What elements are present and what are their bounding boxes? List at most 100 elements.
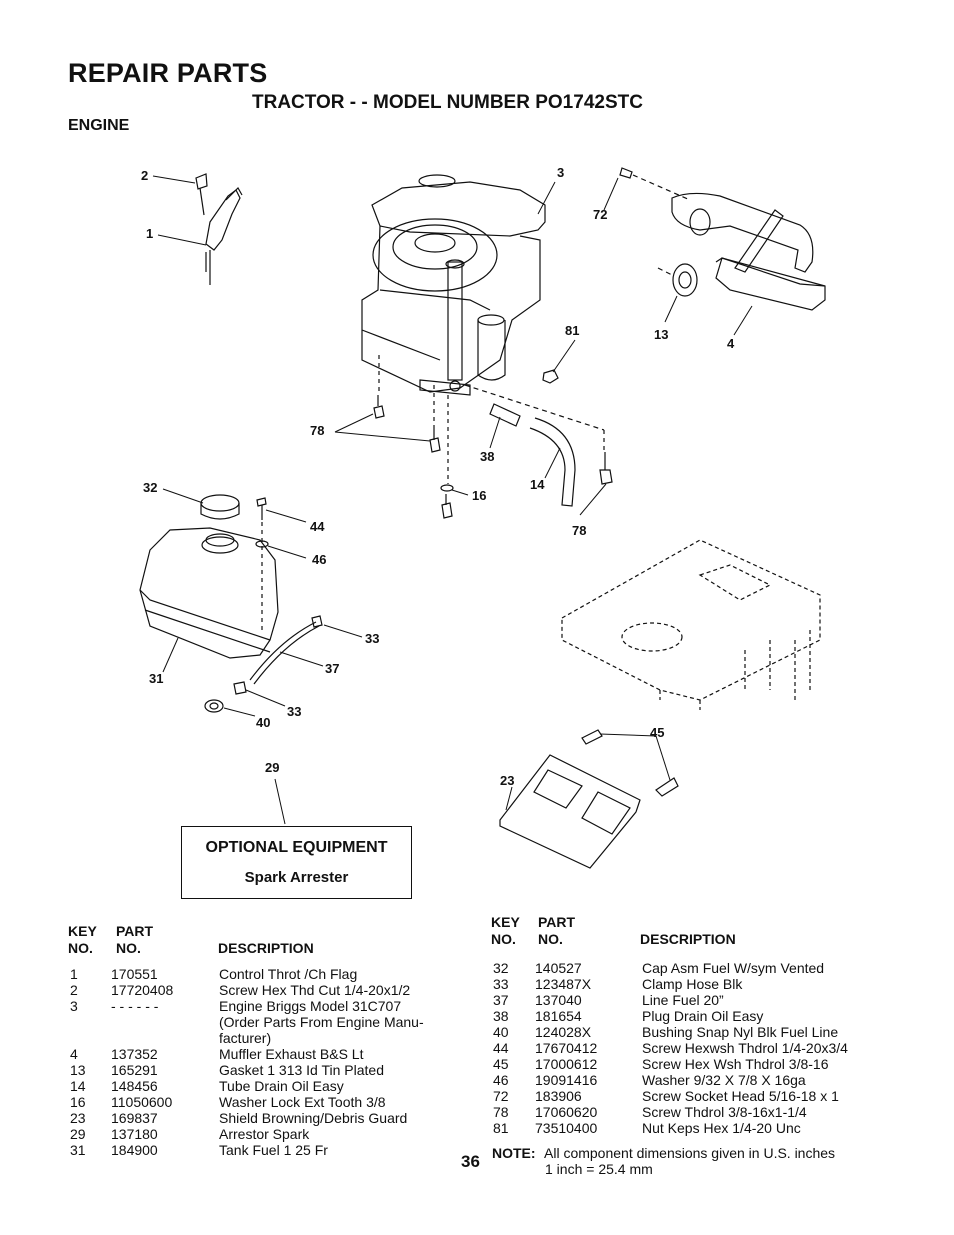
part-key: 29 [70, 1126, 86, 1142]
part-header-line2: NO. [116, 940, 141, 956]
part-key: 72 [493, 1088, 509, 1104]
optional-equipment-item: Spark Arrester [244, 869, 349, 886]
part-key: 1 [70, 966, 78, 982]
callout-13: 13 [654, 327, 668, 342]
part-key: 78 [493, 1104, 509, 1120]
left-key-header: KEY NO. [68, 923, 97, 957]
left-description-header: DESCRIPTION [218, 940, 314, 956]
part-number: 169837 [111, 1110, 158, 1126]
part-description: (Order Parts From Engine Manu- [219, 1014, 424, 1030]
part-key: 31 [70, 1142, 86, 1158]
leader-lines [152, 175, 753, 825]
part-description: Tube Drain Oil Easy [219, 1078, 344, 1094]
screw-44-washer-46-drawing [255, 497, 269, 630]
part-number: 123487X [535, 976, 592, 992]
callout-33-b: 33 [287, 704, 301, 719]
table-row: 3- - - - - -Engine Briggs Model 31C707 [0, 998, 460, 1014]
part-key: 3 [70, 998, 78, 1014]
key-header-line2: NO. [68, 940, 93, 956]
callout-81: 81 [565, 323, 579, 338]
callout-2: 2 [141, 168, 148, 183]
nut-81-drawing [542, 369, 559, 384]
page-title: REPAIR PARTS [68, 58, 268, 88]
part-description: Tank Fuel 1 25 Fr [219, 1142, 328, 1158]
engine-drawing [361, 174, 546, 396]
part-number: 170551 [111, 966, 158, 982]
left-part-header: PART NO. [116, 923, 153, 957]
part-key: 13 [70, 1062, 86, 1078]
note-line2: 1 inch = 25.4 mm [545, 1161, 653, 1177]
part-key: 46 [493, 1072, 509, 1088]
key-header-line1: KEY [68, 923, 97, 939]
part-number: 19091416 [535, 1072, 598, 1088]
callout-3: 3 [557, 165, 564, 180]
part-number: 148456 [111, 1078, 158, 1094]
part-description: Muffler Exhaust B&S Lt [219, 1046, 364, 1062]
part-key: 33 [493, 976, 509, 992]
part-description: facturer) [219, 1030, 272, 1046]
fuel-tank-drawing [139, 494, 279, 659]
part-description: Clamp Hose Blk [642, 976, 743, 992]
model-subtitle: TRACTOR - - MODEL NUMBER PO1742STC [252, 92, 643, 113]
callout-78-b: 78 [572, 523, 586, 538]
part-number: 124028X [535, 1024, 592, 1040]
key-header-line1: KEY [491, 914, 520, 930]
callout-72: 72 [593, 207, 607, 222]
callout-37: 37 [325, 661, 339, 676]
part-description: Screw Hex Thd Cut 1/4-20x1/2 [219, 982, 411, 998]
optional-equipment-box: OPTIONAL EQUIPMENT Spark Arrester [181, 826, 412, 899]
part-number: 165291 [111, 1062, 158, 1078]
callout-44: 44 [310, 519, 325, 534]
callout-45: 45 [650, 725, 664, 740]
right-description-header: DESCRIPTION [640, 931, 736, 947]
part-description: Screw Thdrol 3/8-16x1-1/4 [642, 1104, 807, 1120]
part-description: Shield Browning/Debris Guard [219, 1110, 408, 1126]
part-description: Nut Keps Hex 1/4-20 Unc [642, 1120, 801, 1136]
table-row: 45 17000612 Screw Hex Wsh Thdrol 3/8-16 [0, 1056, 940, 1072]
part-number: 17720408 [111, 982, 174, 998]
drain-tube-drawing [489, 403, 576, 507]
part-number: 17000612 [535, 1056, 598, 1072]
part-number: 17670412 [535, 1040, 598, 1056]
callout-31: 31 [149, 671, 163, 686]
part-description: Screw Socket Head 5/16-18 x 1 [642, 1088, 839, 1104]
part-header-line2: NO. [538, 931, 563, 947]
callout-46: 46 [312, 552, 326, 567]
part-key: 4 [70, 1046, 78, 1062]
part-number: 137180 [111, 1126, 158, 1142]
section-heading: ENGINE [68, 117, 130, 134]
part-key: 37 [493, 992, 509, 1008]
part-key: 32 [493, 960, 509, 976]
note-label: NOTE: [492, 1145, 536, 1161]
part-description: Screw Hex Wsh Thdrol 3/8-16 [642, 1056, 829, 1072]
part-key: 23 [70, 1110, 86, 1126]
part-number: 137352 [111, 1046, 158, 1062]
callout-4: 4 [727, 336, 735, 351]
part-description: Washer Lock Ext Tooth 3/8 [219, 1094, 386, 1110]
part-key: 16 [70, 1094, 86, 1110]
part-key: 45 [493, 1056, 509, 1072]
table-row: 23 169837 Shield Browning/Debris Guard [0, 1110, 460, 1126]
dimension-note: NOTE: All component dimensions given in U… [492, 1145, 835, 1177]
callout-16: 16 [472, 488, 486, 503]
part-header-line1: PART [538, 914, 576, 930]
frame-plate-drawing [561, 539, 821, 710]
part-key: 38 [493, 1008, 509, 1024]
callout-14: 14 [530, 477, 545, 492]
note-line1: All component dimensions given in U.S. i… [544, 1145, 836, 1161]
parts-diagram: 2 1 3 72 81 13 4 78 38 14 16 78 32 44 46… [139, 165, 826, 869]
key-header-line2: NO. [491, 931, 516, 947]
part-description: Plug Drain Oil Easy [642, 1008, 764, 1024]
